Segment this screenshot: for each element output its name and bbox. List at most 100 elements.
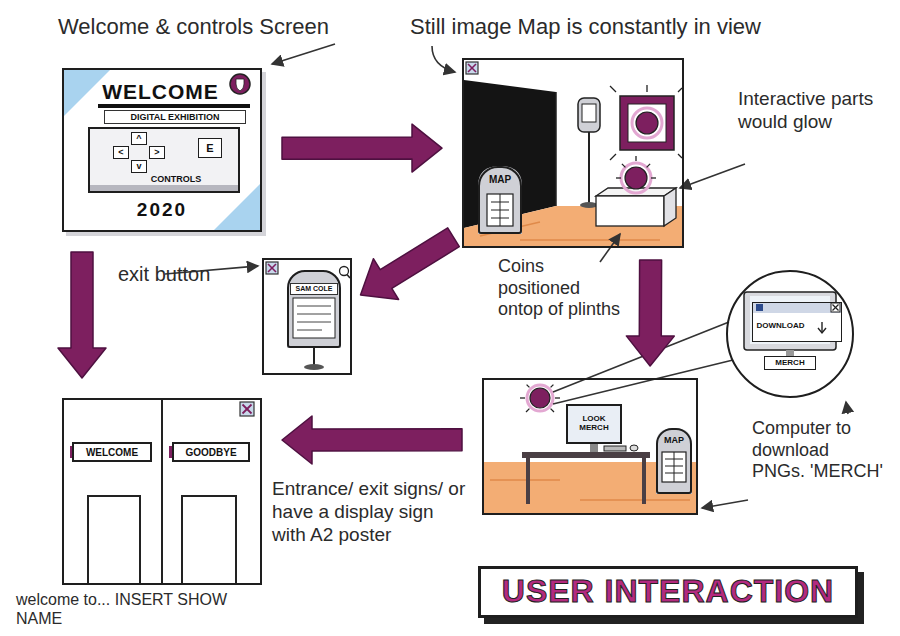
welcome-screen-art [62, 68, 262, 232]
zoom-detail-art [756, 304, 763, 311]
merch-room-art [630, 445, 638, 451]
merch-room-art [522, 452, 650, 458]
welcome-screen-art [62, 68, 266, 236]
artist-sign-art [297, 306, 331, 307]
welcome-screen-art [98, 104, 250, 108]
artist-sign-art [266, 262, 278, 274]
doors-art [240, 402, 254, 416]
gallery-room-art [580, 202, 598, 208]
gallery-room-art [628, 104, 666, 142]
merch-room-art [551, 385, 554, 388]
artist-sign-art [293, 298, 335, 338]
flow-arrow [282, 416, 462, 464]
gallery-room-art [622, 164, 626, 168]
welcome-screen-art [88, 127, 240, 193]
download-popup: DOWNLOAD [752, 302, 842, 342]
node-text: SAM COLE [290, 283, 338, 295]
zoom-circle: DOWNLOAD MERCH [726, 270, 854, 398]
leader-lines [600, 234, 620, 262]
node-text: WELCOME [98, 80, 223, 104]
key-cap: < [113, 146, 129, 159]
welcome-screen-art [236, 79, 244, 91]
gallery-room-art [678, 88, 682, 92]
merch-room-art [520, 397, 525, 398]
zoom-detail-art [727, 271, 853, 397]
welcome-screen-art [230, 74, 250, 94]
entrance-sign: WELCOME [72, 442, 152, 462]
artist-sign: SAM COLE [287, 270, 341, 348]
title-banner: USER INTERACTION [478, 566, 858, 618]
artist-sign-art [297, 330, 322, 331]
zoom-detail-art [727, 271, 853, 397]
gallery-room-art [620, 96, 674, 150]
node-text: USER INTERACTION [502, 574, 834, 609]
gallery-room-art [578, 98, 600, 132]
monitor-label: MERCH [764, 356, 816, 370]
artist-sign-art [313, 348, 315, 366]
merch-room-panel: LOOK MERCHMAP [482, 378, 698, 515]
doors-art [62, 398, 262, 585]
leader-lines [846, 402, 848, 414]
doors-art [243, 405, 252, 414]
map-plinth: MAP [478, 166, 522, 234]
node-text: DIGITAL EXHIBITION [104, 110, 246, 124]
doors-art [88, 496, 140, 584]
gallery-room-art [646, 85, 647, 92]
flow-arrow [626, 260, 674, 366]
key-cap: ^ [131, 132, 147, 145]
merch-room-art [490, 479, 560, 481]
leader-lines [680, 164, 745, 188]
node-text: 2020 [64, 199, 260, 221]
gallery-room-art [651, 177, 656, 178]
merch-room-art [526, 458, 530, 504]
gallery-room-art [596, 196, 664, 226]
gallery-room-art [636, 112, 658, 134]
leader-lines [272, 44, 335, 64]
node-text: WELCOME [86, 447, 138, 458]
merch-room-art [482, 378, 698, 515]
annotation: Interactive parts would glow [738, 88, 886, 134]
gallery-room-panel: MAP [462, 58, 684, 248]
artist-sign-art [304, 364, 324, 370]
gallery-room-art [610, 86, 616, 92]
artist-sign-art [287, 270, 341, 348]
gallery-room-art [635, 156, 636, 161]
gallery-room-art [500, 194, 501, 226]
gallery-room-art [625, 167, 647, 189]
zoom-detail-art [752, 302, 842, 342]
merch-room-art [551, 409, 554, 412]
node-text: MERCH [775, 359, 804, 368]
node-text: > [154, 148, 159, 158]
node-text: ^ [136, 134, 141, 144]
node-text: MAP [658, 435, 690, 445]
node-text: MAP [480, 174, 520, 186]
gallery-room-art [582, 104, 596, 122]
merch-room-art [604, 446, 626, 451]
key-cap: > [149, 146, 165, 159]
merch-room-art [527, 385, 553, 411]
welcome-screen-art [90, 185, 238, 192]
artist-sign-art [347, 275, 350, 279]
node-text: v [136, 162, 141, 172]
merch-room-art [527, 385, 530, 388]
gallery-room-art [520, 239, 660, 241]
zoom-detail-art [821, 322, 822, 332]
map-plinth: MAP [656, 428, 692, 494]
artist-sign-panel: SAM COLE [262, 258, 352, 375]
annotation: Entrance/ exit signs/ or have a display … [272, 478, 467, 546]
gallery-room-art [647, 164, 651, 168]
flow-arrow [58, 252, 106, 378]
gallery-room-art [616, 177, 621, 178]
leader-lines [553, 360, 733, 404]
artist-sign-art [268, 264, 276, 272]
gallery-room-art [588, 132, 590, 204]
zoom-detail-art [833, 305, 839, 311]
controls-box: CONTROLS^<>vE [88, 127, 240, 193]
annotation: Still image Map is constantly in view [410, 14, 890, 40]
merch-room-art [642, 458, 646, 504]
artist-sign-art [262, 258, 352, 375]
zoom-detail-art [831, 303, 840, 312]
flow-arrow [361, 228, 460, 300]
merch-room-art [580, 499, 690, 501]
node-text: E [206, 142, 213, 154]
